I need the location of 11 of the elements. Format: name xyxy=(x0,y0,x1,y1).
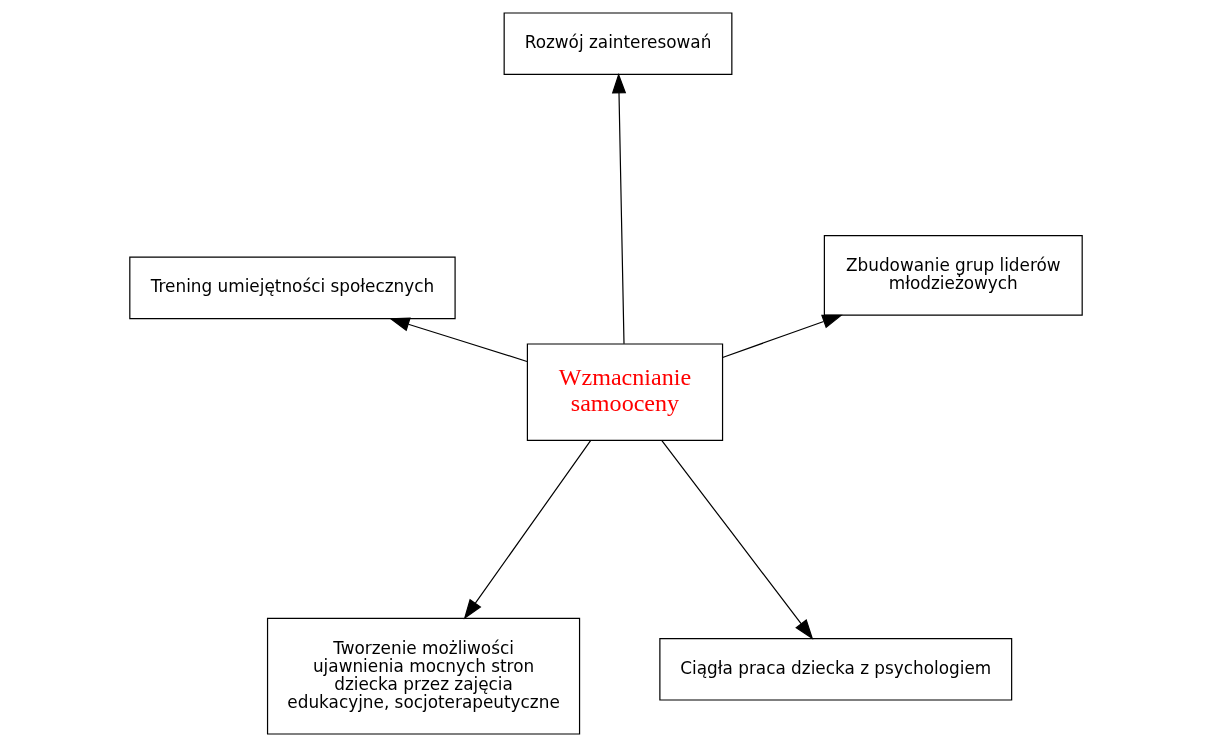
node-box: Rozwój zainteresowań xyxy=(503,12,732,76)
node-box: Tworzenie możliwości ujawnienia mocnych stron dziecka przez zajęcia edukacyjne, socjoterapeutyczne xyxy=(266,617,580,735)
node-box: Wzmacnianie samooceny xyxy=(526,343,723,441)
arrow xyxy=(721,314,843,359)
arrow xyxy=(611,72,626,345)
node-box: Trening umiejętności społecznych xyxy=(128,256,456,320)
node-box: Zbudowanie grup liderów młodzieżowych xyxy=(823,235,1083,316)
arrow xyxy=(660,439,813,640)
arrow xyxy=(463,440,591,620)
arrow xyxy=(388,317,528,363)
node-box: Ciągła praca dziecka z psychologiem xyxy=(658,637,1012,701)
